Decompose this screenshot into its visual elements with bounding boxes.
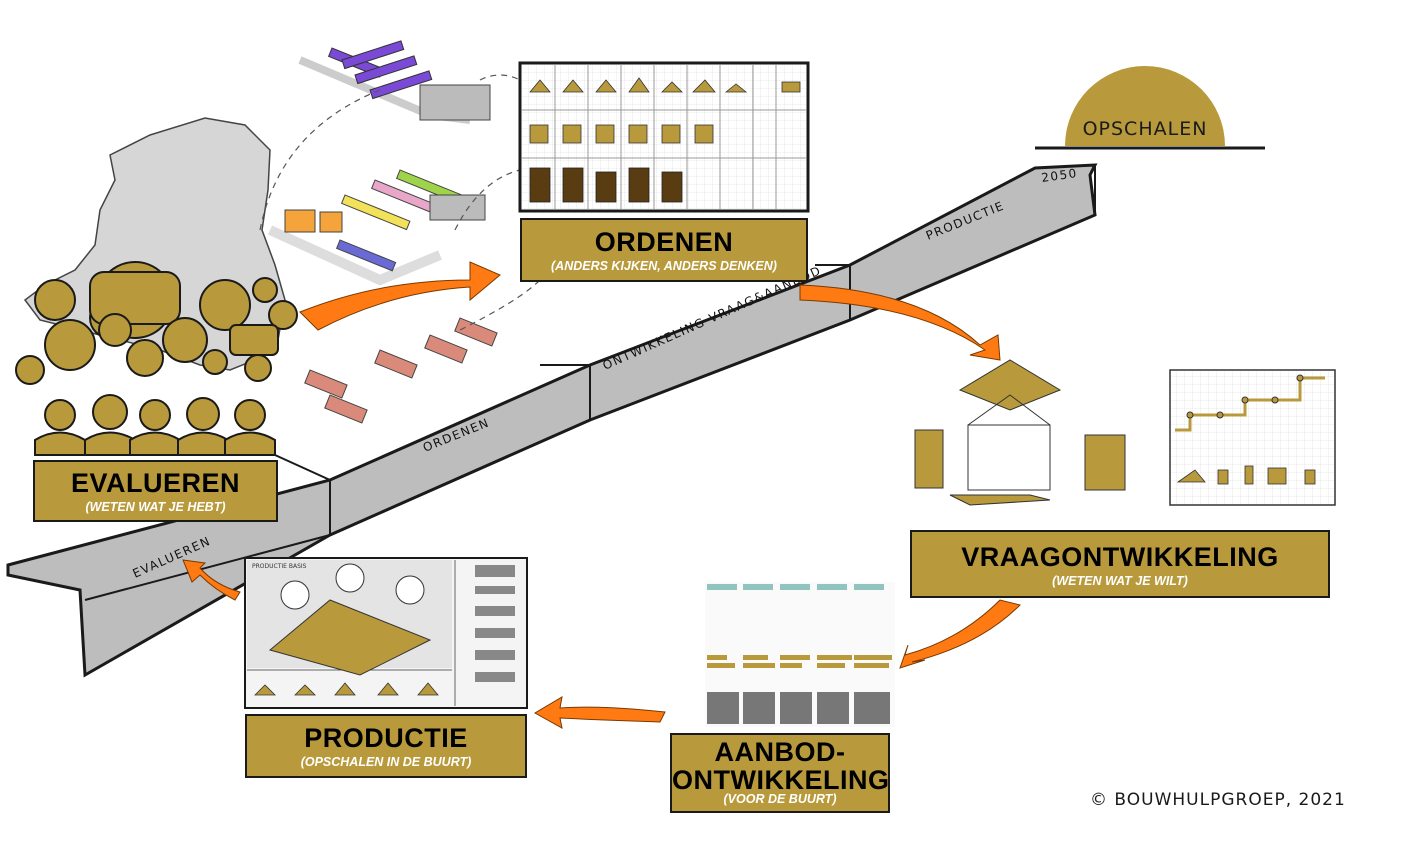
aanbod-title-line1: AANBOD- <box>714 737 846 767</box>
vraag-house-illustration <box>914 359 1126 506</box>
productie-basis-title: PRODUCTIE BASIS <box>252 563 307 570</box>
evalueren-subtitle: (WETEN WAT JE HEBT) <box>85 500 226 514</box>
ordenen-box: ORDENEN (ANDERS KIJKEN, ANDERS DENKEN) <box>520 218 808 282</box>
ordenen-title: ORDENEN <box>594 227 734 257</box>
buildings-illustration-bottom <box>304 317 498 424</box>
vraag-step-chart <box>1169 369 1336 506</box>
arrow-productie-to-evalueren <box>182 559 241 601</box>
ordenen-matrix-panel <box>518 61 810 213</box>
evalueren-title: EVALUEREN <box>70 468 241 498</box>
copyright-text: © BOUWHULPGROEP, 2021 <box>1090 790 1346 810</box>
arrow-ordenen-to-vraag <box>799 284 1001 361</box>
aanbod-comparison-table <box>705 582 895 727</box>
productie-basis-panel: PRODUCTIE BASIS <box>244 557 528 709</box>
process-arrows <box>182 261 1021 729</box>
goal-label: OPSCHALEN <box>1083 118 1208 140</box>
opschalen-goal: OPSCHALEN <box>1035 66 1265 150</box>
aanbodontwikkeling-box: AANBOD- ONTWIKKELING (VOOR DE BUURT) <box>670 733 890 813</box>
productie-title: PRODUCTIE <box>304 723 468 753</box>
vraagontwikkeling-subtitle: (WETEN WAT JE WILT) <box>1052 574 1188 588</box>
vraagontwikkeling-title: VRAAGONTWIKKELING <box>961 542 1279 572</box>
people-group <box>34 394 276 456</box>
arrow-vraag-to-aanbod <box>899 599 1021 669</box>
evalueren-box: EVALUEREN (WETEN WAT JE HEBT) <box>33 460 278 522</box>
road-label-year: 2050 <box>1040 166 1078 185</box>
evalueren-illustration <box>15 261 298 385</box>
productie-box: PRODUCTIE (OPSCHALEN IN DE BUURT) <box>245 714 527 778</box>
aanbod-subtitle: (VOOR DE BUURT) <box>723 792 837 806</box>
buildings-illustration-middle <box>267 169 486 286</box>
arrow-aanbod-to-productie <box>533 696 666 729</box>
productie-subtitle: (OPSCHALEN IN DE BUURT) <box>300 755 472 769</box>
buildings-illustration-top <box>298 40 491 124</box>
ordenen-subtitle: (ANDERS KIJKEN, ANDERS DENKEN) <box>551 259 777 273</box>
dashed-connectors <box>259 74 541 331</box>
vraagontwikkeling-box: VRAAGONTWIKKELING (WETEN WAT JE WILT) <box>910 530 1330 598</box>
aanbod-title-line2: ONTWIKKELING <box>672 765 890 795</box>
arrow-evalueren-to-ordenen <box>299 261 501 331</box>
